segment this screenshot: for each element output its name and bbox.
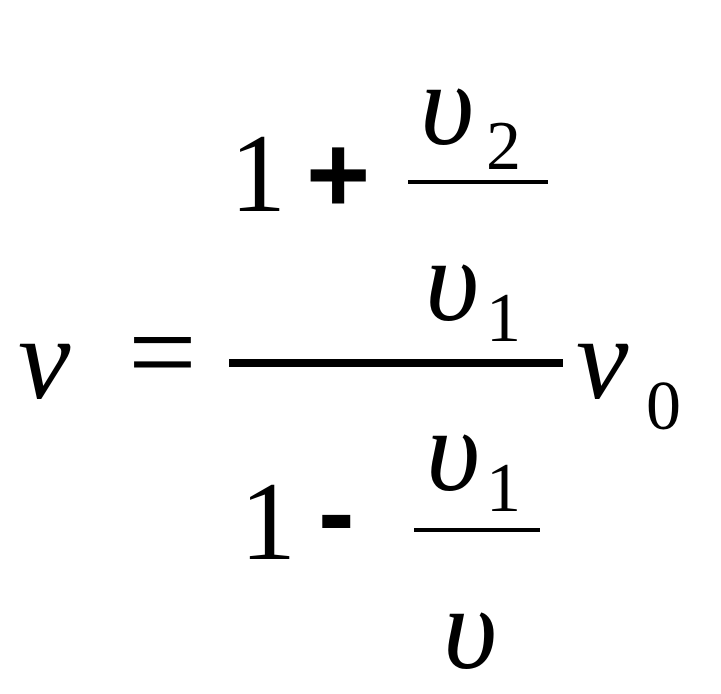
numerator-one: 1 [230,112,286,236]
lhs-nu-symbol: ν [18,293,71,424]
denominator-minus-operator: - [318,451,355,574]
main-fraction-bar [229,359,563,367]
rhs-nu-symbol: ν [576,293,629,424]
equals-sign: = [128,285,197,420]
denominator-inner-den-upsilon: υ [443,563,498,694]
rhs-nu-subscript: 0 [646,368,681,445]
numerator-inner-num-subscript: 2 [486,108,521,185]
numerator-plus-operator: + [306,113,371,236]
denominator-inner-num-upsilon: υ [426,385,481,516]
denominator-inner-fraction-bar [414,528,540,532]
numerator-inner-num-upsilon: υ [420,39,475,170]
denominator-one: 1 [240,460,296,584]
numerator-inner-den-subscript: 1 [486,280,521,357]
denominator-inner-num-subscript: 1 [486,450,521,527]
numerator-inner-fraction-bar [408,180,548,184]
numerator-inner-den-upsilon: υ [425,215,480,346]
